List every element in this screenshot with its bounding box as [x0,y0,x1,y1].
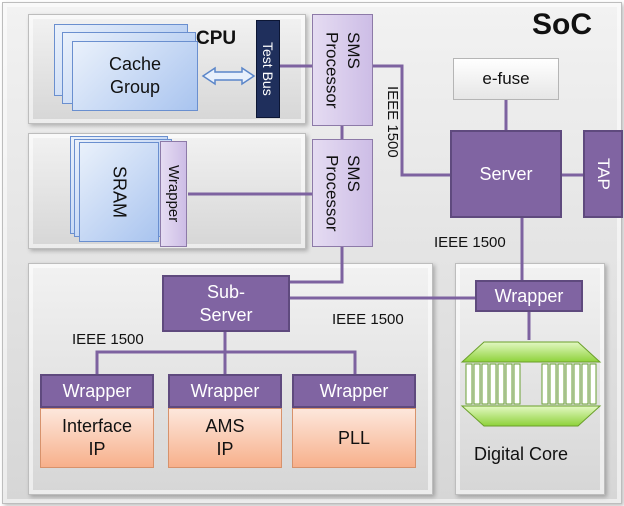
wire-sms1-server [373,64,450,177]
efuse-label: e-fuse [482,69,530,88]
ams-ip-label: AMS IP [205,415,245,459]
pll-box: PLL [292,408,416,468]
test-bus-box: Test Bus [256,20,280,118]
test-bus-label: Test Bus [260,42,276,96]
sram-box: SRAM [79,142,159,242]
ip-wrapper-ams: Wrapper [168,374,282,408]
ip-wrapper-interface-label: Wrapper [62,380,132,401]
server-box: Server [450,130,562,218]
soc-label: SoC [532,8,592,41]
wire-sms2-subserver [290,247,344,284]
ip-wrapper-pll-label: Wrapper [319,380,389,401]
digital-core-label: Digital Core [474,444,569,464]
cache-group-box: Cache Group [72,41,198,111]
pll-label: PLL [337,427,371,448]
ip-wrapper-ams-label: Wrapper [190,380,260,401]
ieee-1500-vertical-label: IEEE 1500 [384,86,401,158]
ip-wrapper-pll: Wrapper [292,374,416,408]
interface-ip-label: Interface IP [61,415,133,459]
interface-ip-box: Interface IP [40,408,154,468]
tap-box: TAP [583,130,623,218]
sms-processor-1-label: SMS Processor [322,31,363,109]
sms-processor-1: SMS Processor [312,14,373,126]
ams-ip-box: AMS IP [168,408,282,468]
sram-label: SRAM [109,165,130,218]
digital-core-wrapper-label: Wrapper [494,285,564,306]
wire-subserver-down [95,332,227,374]
sram-wrapper-box: Wrapper [160,141,187,247]
tap-label: TAP [594,158,613,190]
server-label: Server [479,163,533,184]
ieee-1500-subserver-down-label: IEEE 1500 [72,331,144,348]
sms-processor-2-label: SMS Processor [322,154,363,232]
cpu-label: CPU [196,28,237,49]
ip-wrapper-interface: Wrapper [40,374,154,408]
cache-group-label: Cache Group [108,53,162,97]
digital-core-wrapper: Wrapper [475,280,583,312]
cpu-bidirectional-arrow [201,66,256,86]
efuse-box: e-fuse [453,58,559,100]
wire-subserver-pll [225,350,357,374]
sram-wrapper-label: Wrapper [165,165,182,223]
sms-processor-2: SMS Processor [312,139,373,247]
digital-core-chip-icon [460,341,602,427]
sub-server-label: Sub- Server [199,282,253,325]
sub-server-box: Sub- Server [162,275,290,332]
ieee-1500-server-label: IEEE 1500 [434,234,506,251]
ieee-1500-subserver-right-label: IEEE 1500 [332,311,404,328]
